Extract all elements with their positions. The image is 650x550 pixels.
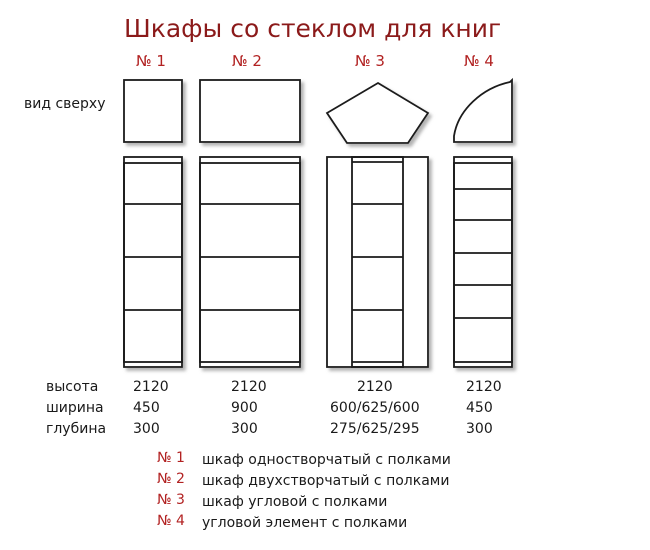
legend-text-4: угловой элемент с полками — [202, 515, 408, 531]
page-title: Шкафы со стеклом для книг — [124, 14, 502, 43]
cabinet-1-width: 450 — [133, 400, 160, 416]
cabinet-3-depth: 275/625/295 — [330, 421, 420, 437]
cabinet-1-depth: 300 — [133, 421, 160, 437]
cabinet-3-width: 600/625/600 — [330, 400, 420, 416]
cabinet-number-4: № 4 — [464, 52, 494, 70]
top-view-label: вид сверху — [24, 96, 106, 112]
cabinet-4-width: 450 — [466, 400, 493, 416]
cabinet-2-depth: 300 — [231, 421, 258, 437]
cabinet-number-1: № 1 — [136, 52, 166, 70]
cabinet-3-height: 2120 — [357, 379, 393, 395]
legend-number-4: № 4 — [157, 513, 185, 529]
spec-label-width: ширина — [46, 400, 104, 416]
cabinet-1-front-view — [123, 156, 183, 368]
cabinet-4-height: 2120 — [466, 379, 502, 395]
legend-number-2: № 2 — [157, 471, 185, 487]
legend-text-3: шкаф угловой с полками — [202, 494, 388, 510]
legend-text-1: шкаф одностворчатый с полками — [202, 452, 451, 468]
spec-label-depth: глубина — [46, 421, 107, 437]
cabinet-2-front-view — [199, 156, 301, 368]
cabinet-4-top-view — [453, 77, 513, 143]
cabinet-3-top-view — [325, 81, 430, 144]
cabinet-1-height: 2120 — [133, 379, 169, 395]
cabinet-2-height: 2120 — [231, 379, 267, 395]
cabinet-2-width: 900 — [231, 400, 258, 416]
cabinet-number-2: № 2 — [232, 52, 262, 70]
legend-text-2: шкаф двухстворчатый с полками — [202, 473, 450, 489]
spec-label-height: высота — [46, 379, 99, 395]
legend-number-1: № 1 — [157, 450, 185, 466]
cabinet-2-top-view — [199, 79, 301, 143]
cabinet-number-3: № 3 — [355, 52, 385, 70]
legend-number-3: № 3 — [157, 492, 185, 508]
cabinet-4-depth: 300 — [466, 421, 493, 437]
cabinet-1-top-view — [123, 79, 183, 143]
cabinet-3-front-view — [326, 156, 429, 368]
